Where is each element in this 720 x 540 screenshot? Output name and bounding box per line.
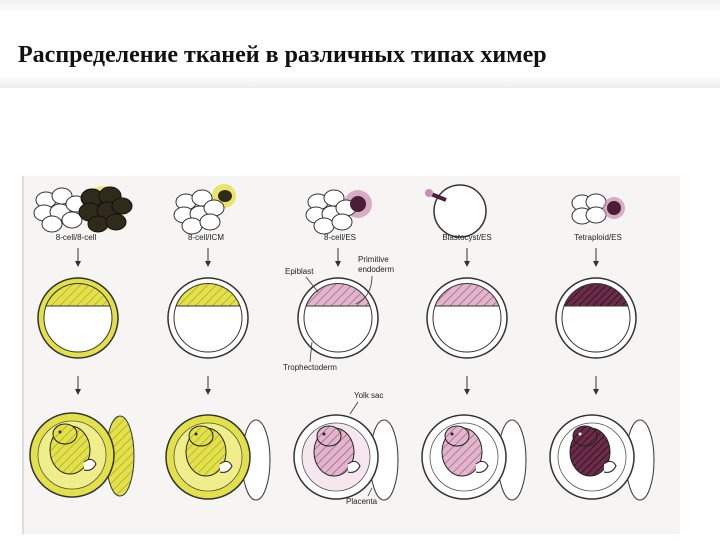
blastocyst-col2 (167, 277, 249, 359)
svg-text:Primitive: Primitive (358, 255, 389, 264)
column-label-3: 8-cell/ES (324, 233, 356, 242)
embryo-blastocyst-es (425, 184, 487, 238)
column-label-2: 8-cell/ICM (188, 233, 224, 242)
conceptus-col3 (293, 414, 399, 501)
annotation-placenta: Placenta (346, 487, 378, 506)
conceptus-col4 (421, 414, 527, 501)
conceptus-col2 (165, 414, 271, 501)
embryo-8cell-8cell (33, 186, 133, 233)
arrows-row2 (75, 376, 599, 395)
conceptus-col5 (549, 414, 655, 501)
conceptus-col1 (29, 412, 135, 498)
svg-text:endoderm: endoderm (358, 265, 394, 274)
svg-text:Trophectoderm: Trophectoderm (283, 363, 337, 372)
embryo-8cell-es (305, 189, 372, 235)
column-label-1: 8-cell/8-cell (56, 233, 97, 242)
column-label-4: Blastocyst/ES (442, 233, 491, 242)
svg-text:Epiblast: Epiblast (285, 267, 314, 276)
annotation-primitive-endoderm: Primitive endoderm (355, 255, 394, 305)
embryo-8cell-icm (173, 184, 236, 235)
annotation-epiblast: Epiblast (285, 267, 319, 293)
blastocyst-col5 (555, 277, 637, 359)
embryo-tetraploid-es (571, 193, 625, 225)
column-label-5: Tetraploid/ES (574, 233, 622, 242)
svg-text:Yolk sac: Yolk sac (354, 391, 384, 400)
blastocyst-col4 (426, 277, 508, 359)
blastocyst-col3 (297, 277, 379, 359)
annotation-trophectoderm: Trophectoderm (283, 341, 337, 372)
title-band (0, 0, 720, 88)
blastocyst-col1 (37, 277, 119, 359)
annotation-yolk-sac: Yolk sac (349, 391, 384, 415)
svg-text:Placenta: Placenta (346, 497, 378, 506)
slide-title: Распределение тканей в различных типах х… (18, 42, 547, 68)
arrows-row1 (75, 248, 599, 267)
